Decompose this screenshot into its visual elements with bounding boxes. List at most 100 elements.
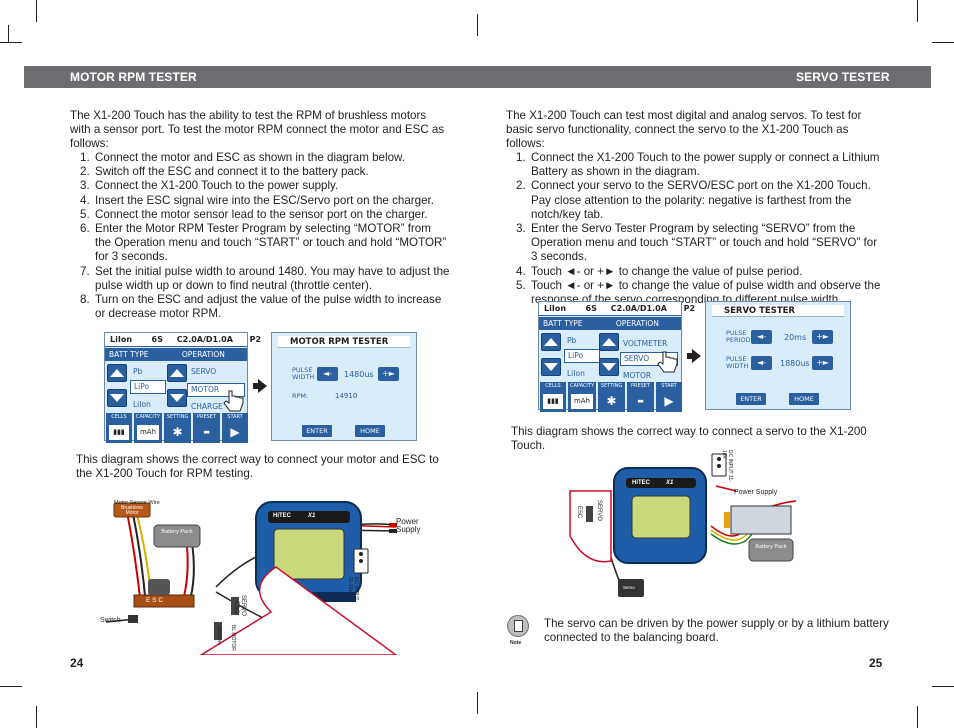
left-intro: The X1-200 Touch has the ability to test…: [70, 109, 445, 151]
crop-mark: [0, 42, 22, 43]
port-esc-label: ESC: [576, 506, 582, 519]
crop-mark: [36, 706, 37, 728]
preset-tool[interactable]: PRESET▬: [193, 413, 220, 443]
lcd-header-bar: BATT TYPE OPERATION: [105, 348, 247, 361]
list-item: 8.Turn on the ESC and adjust the value o…: [80, 293, 442, 321]
motor-sensor-wire-label: Motor Sensor Wire: [114, 500, 160, 506]
dc-input-label: DC INPUT 11-18V: [347, 577, 359, 601]
op-option[interactable]: SERVO: [191, 367, 217, 376]
pulse-width-label: PULSE WIDTH: [292, 366, 315, 381]
enter-button[interactable]: ENTER: [302, 425, 332, 437]
width-plus-button[interactable]: +►: [812, 356, 833, 370]
lcd-operation-screen: LiIon 6S C2.0A/D1.0A P2 BATT TYPE OPERAT…: [104, 332, 261, 443]
lcd-status-line: LiIon 6S C2.0A/D1.0A P2: [105, 333, 261, 347]
power-supply-label: Power Supply: [734, 489, 778, 496]
pulse-width-value: 1480us: [344, 370, 374, 379]
charger-model-logo: X1: [666, 480, 674, 486]
period-plus-button[interactable]: +►: [812, 330, 833, 344]
start-tool[interactable]: START▶: [222, 413, 248, 443]
list-item: 1.Connect the X1-200 Touch to the power …: [516, 151, 880, 179]
pulse-plus-button[interactable]: +►: [378, 367, 399, 381]
batt-up-button[interactable]: [107, 364, 127, 382]
preset-tool[interactable]: PRESET▬: [627, 382, 654, 412]
batt-option[interactable]: LiIon: [133, 400, 151, 409]
list-item: 5.Connect the motor sensor lead to the s…: [80, 207, 428, 221]
op-down-button[interactable]: [599, 358, 619, 376]
crop-mark: [8, 25, 9, 43]
batt-option-selected[interactable]: LiPo: [130, 380, 166, 394]
crop-mark: [36, 0, 37, 22]
crop-mark: [0, 686, 22, 687]
op-down-button[interactable]: [167, 389, 187, 407]
charger-brand-logo: HiTEC: [273, 513, 291, 519]
battery-pack-label: Battery Pack: [161, 529, 193, 535]
list-item: 6.Enter the Motor RPM Tester Program by …: [80, 222, 447, 264]
op-up-button[interactable]: [599, 333, 619, 351]
crop-mark: [932, 42, 954, 43]
batt-option[interactable]: Pb: [567, 336, 577, 345]
lcd-status-line: LiIon 6S C2.0A/D1.0A P2: [539, 302, 695, 316]
batt-option[interactable]: LiIon: [567, 369, 585, 378]
left-section-title: MOTOR RPM TESTER: [70, 70, 197, 84]
servo-wiring-diagram: HiTEC X1 Power Supply DC INPUT 11-18V Ba…: [566, 446, 826, 601]
rpm-value: 14910: [335, 392, 358, 400]
batt-down-button[interactable]: [541, 358, 561, 376]
arrow-right-icon: [687, 349, 701, 363]
enter-button[interactable]: ENTER: [736, 393, 766, 405]
left-steps: 1.Connect the motor and ESC as shown in …: [70, 151, 450, 321]
switch-label: Switch: [100, 617, 121, 624]
pulse-period-label: PULSE PERIOD: [726, 329, 751, 344]
pulse-period-value: 20ms: [784, 333, 807, 342]
right-note-text: The servo can be driven by the power sup…: [544, 617, 889, 645]
period-minus-button[interactable]: ◄-: [751, 330, 772, 344]
home-button[interactable]: HOME: [355, 425, 385, 437]
section-header-bar: MOTOR RPM TESTER SERVO TESTER: [24, 66, 931, 88]
crop-mark: [477, 14, 478, 36]
crop-mark: [477, 692, 478, 714]
op-option[interactable]: MOTOR: [623, 371, 652, 380]
batt-option-selected[interactable]: LiPo: [564, 349, 600, 363]
pulse-width-label: PULSE WIDTH: [726, 355, 749, 370]
setting-tool[interactable]: SETTING✱: [164, 413, 191, 443]
pulse-minus-button[interactable]: ◄-: [317, 367, 338, 381]
batt-down-button[interactable]: [107, 389, 127, 407]
crop-mark: [932, 686, 954, 687]
motor-wiring-diagram: Motor Sensor Wire Brushless Motor Batter…: [96, 497, 450, 655]
cells-tool[interactable]: CELLS▮▮▮: [106, 413, 132, 443]
op-option[interactable]: VOLTMETER: [623, 339, 668, 348]
batt-option[interactable]: Pb: [133, 367, 143, 376]
screen-title: MOTOR RPM TESTER: [278, 336, 410, 348]
list-item: 7.Set the initial pulse width to around …: [80, 264, 450, 292]
list-item: 2.Connect your servo to the SERVO/ESC po…: [516, 179, 871, 221]
setting-tool[interactable]: SETTING✱: [598, 382, 625, 412]
cells-tool[interactable]: CELLS▮▮▮: [540, 382, 566, 412]
list-item: 3.Connect the X1-200 Touch to the power …: [80, 179, 339, 193]
rpm-label: RPM:: [292, 392, 309, 400]
note-icon: [507, 615, 529, 637]
crop-mark: [917, 0, 918, 22]
port-sensor-label: SENSOR: [217, 625, 222, 645]
list-item: 2.Switch off the ESC and connect it to t…: [80, 165, 369, 179]
port-servo-label: SERVO: [240, 595, 246, 616]
list-item: 3.Enter the Servo Tester Program by sele…: [516, 222, 878, 264]
lcd-header-bar: BATT TYPE OPERATION: [539, 317, 681, 330]
port-esc-label: ESC: [233, 601, 239, 614]
motor-rpm-tester-screen: MOTOR RPM TESTER PULSE WIDTH ◄- 1480us +…: [271, 332, 417, 441]
list-item: 1.Connect the motor and ESC as shown in …: [80, 151, 405, 164]
screen-title: SERVO TESTER: [712, 305, 844, 317]
batt-up-button[interactable]: [541, 333, 561, 351]
port-servo-label: SERVO: [596, 500, 602, 521]
width-minus-button[interactable]: ◄-: [751, 356, 772, 370]
left-page-number: 24: [70, 656, 84, 670]
op-option[interactable]: CHARGE: [191, 402, 223, 411]
op-up-button[interactable]: [167, 364, 187, 382]
left-caption: This diagram shows the correct way to co…: [76, 453, 439, 481]
home-button[interactable]: HOME: [789, 393, 819, 405]
crop-mark: [917, 706, 918, 728]
battery-pack-label: Battery Pack: [755, 544, 787, 550]
servo-label: Servo: [623, 585, 635, 590]
start-tool[interactable]: START▶: [656, 382, 682, 412]
right-steps: 1.Connect the X1-200 Touch to the power …: [506, 151, 884, 307]
